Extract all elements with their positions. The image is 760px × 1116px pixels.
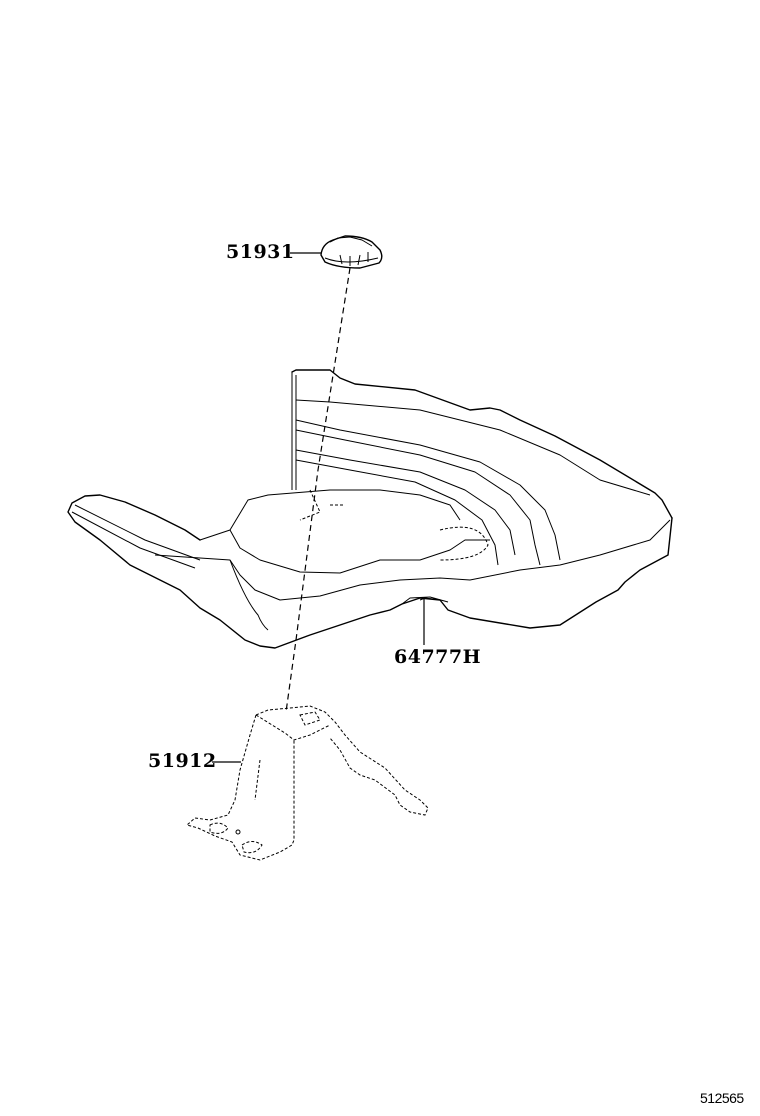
part-number-64777h[interactable]: 64777H [394,646,482,668]
illustration-id: 512565 [700,1090,744,1106]
spare-tire-hold-down-cap-icon [320,235,383,269]
part-number-51912[interactable]: 51912 [148,750,217,772]
part-number-51931[interactable]: 51931 [226,241,295,263]
luggage-compartment-tray-icon [67,369,673,649]
spare-wheel-carrier-bracket-icon [185,705,429,861]
